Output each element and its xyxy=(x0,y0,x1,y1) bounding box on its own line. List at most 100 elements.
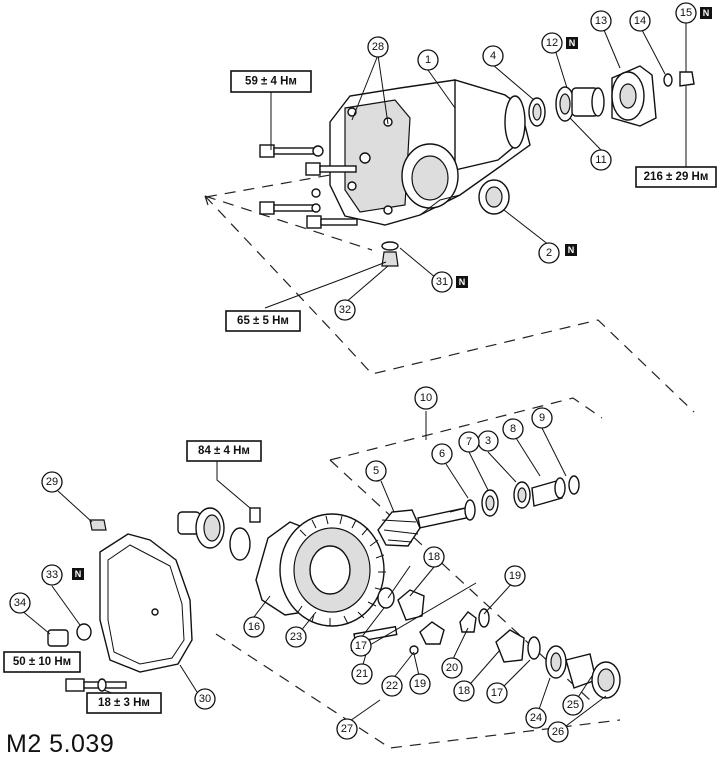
svg-text:216 ± 29 Нм: 216 ± 29 Нм xyxy=(644,171,709,183)
svg-text:9: 9 xyxy=(539,412,545,424)
callout-19: 19 xyxy=(409,673,431,695)
callout-12: 12 xyxy=(541,32,563,54)
callout-28: 28 xyxy=(367,36,389,58)
housing-dash-left xyxy=(205,174,331,198)
callout-14: 14 xyxy=(629,10,651,32)
callout-1: 1 xyxy=(417,49,439,71)
callout-24: 24 xyxy=(525,707,547,729)
svg-text:16: 16 xyxy=(248,621,260,633)
callout-2: 2 xyxy=(538,242,560,264)
callout-17: 17 xyxy=(486,682,508,704)
new-part-badge: N xyxy=(566,37,578,49)
figure-code: M2 5.039 xyxy=(6,730,115,758)
new-part-badge: N xyxy=(456,276,468,288)
callout-33: 33 xyxy=(41,564,63,586)
svg-text:4: 4 xyxy=(490,50,496,62)
svg-text:20: 20 xyxy=(446,662,458,674)
callout-23: 23 xyxy=(285,626,307,648)
svg-text:15: 15 xyxy=(680,7,692,19)
housing-bolts xyxy=(259,144,358,229)
svg-text:30: 30 xyxy=(199,693,211,705)
svg-text:19: 19 xyxy=(414,678,426,690)
svg-text:13: 13 xyxy=(595,15,607,27)
callout-9: 9 xyxy=(531,407,553,429)
callout-20: 20 xyxy=(441,657,463,679)
callout-25: 25 xyxy=(562,694,584,716)
callout-34: 34 xyxy=(9,592,31,614)
differential-group-frame xyxy=(215,633,621,749)
svg-text:12: 12 xyxy=(546,37,558,49)
svg-text:34: 34 xyxy=(14,597,26,609)
svg-text:19: 19 xyxy=(509,570,521,582)
new-part-badge: N xyxy=(72,568,84,580)
svg-text:1: 1 xyxy=(425,54,431,66)
svg-text:32: 32 xyxy=(339,304,351,316)
callout-27: 27 xyxy=(336,718,358,740)
torque-spec-18: 18 ± 3 Нм xyxy=(86,692,162,714)
svg-text:24: 24 xyxy=(530,712,542,724)
callout-17: 17 xyxy=(350,635,372,657)
svg-text:7: 7 xyxy=(466,436,472,448)
svg-text:11: 11 xyxy=(595,154,606,166)
svg-text:50 ± 10 Нм: 50 ± 10 Нм xyxy=(13,656,71,668)
svg-text:65 ± 5 Нм: 65 ± 5 Нм xyxy=(237,315,289,327)
torque-spec-216: 216 ± 29 Нм xyxy=(635,166,717,188)
leader-lines xyxy=(20,22,687,733)
svg-text:18: 18 xyxy=(428,551,440,563)
torque-spec-50: 50 ± 10 Нм xyxy=(3,651,81,673)
callout-10: 10 xyxy=(414,386,438,410)
svg-text:21: 21 xyxy=(356,668,368,680)
svg-text:23: 23 xyxy=(290,631,302,643)
callout-3: 3 xyxy=(477,430,499,452)
svg-text:8: 8 xyxy=(510,423,516,435)
callout-13: 13 xyxy=(590,10,612,32)
axle-housing xyxy=(329,79,531,226)
callout-32: 32 xyxy=(334,299,356,321)
callout-18: 18 xyxy=(453,680,475,702)
callout-19: 19 xyxy=(504,565,526,587)
callout-6: 6 xyxy=(431,443,453,465)
torque-spec-65: 65 ± 5 Нм xyxy=(225,310,301,332)
svg-text:3: 3 xyxy=(485,435,491,447)
torque-spec-59: 59 ± 4 Нм xyxy=(230,70,312,93)
callout-26: 26 xyxy=(547,721,569,743)
svg-text:33: 33 xyxy=(46,569,58,581)
differential-internal-parts xyxy=(353,587,621,699)
callout-30: 30 xyxy=(194,688,216,710)
input-side-parts xyxy=(528,65,695,127)
svg-text:18 ± 3 Нм: 18 ± 3 Нм xyxy=(98,697,150,709)
svg-text:84 ± 4 Нм: 84 ± 4 Нм xyxy=(198,445,250,457)
callout-22: 22 xyxy=(381,675,403,697)
shaft-seal xyxy=(478,179,510,215)
svg-text:59 ± 4 Нм: 59 ± 4 Нм xyxy=(245,76,297,88)
svg-text:N: N xyxy=(703,8,710,18)
svg-text:29: 29 xyxy=(46,476,58,488)
svg-text:N: N xyxy=(569,38,576,48)
svg-text:10: 10 xyxy=(420,392,432,404)
new-part-badge: N xyxy=(565,244,577,256)
callout-29: 29 xyxy=(41,471,63,493)
callout-21: 21 xyxy=(351,663,373,685)
svg-text:25: 25 xyxy=(567,699,579,711)
svg-text:N: N xyxy=(75,569,82,579)
callout-16: 16 xyxy=(243,616,265,638)
rear-cover xyxy=(47,519,193,692)
svg-text:2: 2 xyxy=(546,247,552,259)
svg-text:26: 26 xyxy=(552,726,564,738)
svg-text:18: 18 xyxy=(458,685,470,697)
callout-18: 18 xyxy=(423,546,445,568)
callout-7: 7 xyxy=(458,431,480,453)
svg-text:N: N xyxy=(459,277,466,287)
svg-text:5: 5 xyxy=(373,465,379,477)
svg-text:17: 17 xyxy=(491,687,503,699)
differential-case-and-ring-gear xyxy=(177,507,386,627)
svg-text:17: 17 xyxy=(355,640,367,652)
svg-text:14: 14 xyxy=(634,15,646,27)
callout-31: 31 xyxy=(431,271,453,293)
callout-5: 5 xyxy=(365,460,387,482)
callout-8: 8 xyxy=(502,418,524,440)
new-part-badge: N xyxy=(700,7,712,19)
svg-text:27: 27 xyxy=(341,723,353,735)
svg-text:N: N xyxy=(568,245,575,255)
